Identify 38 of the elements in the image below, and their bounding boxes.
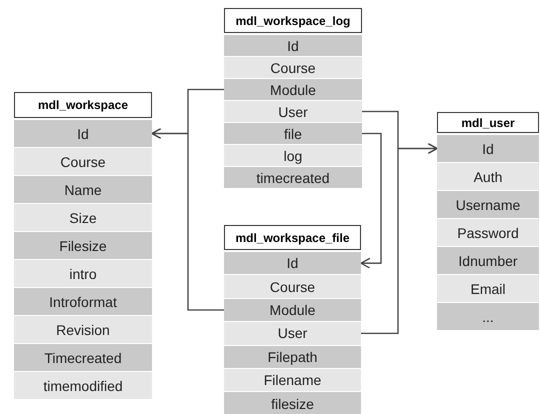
field-row: Id <box>224 252 361 274</box>
field-row: log <box>224 145 362 166</box>
field-row: Filename <box>224 369 361 392</box>
field-row: Password <box>437 219 539 246</box>
field-row: Email <box>437 275 539 302</box>
field-row: Idnumber <box>437 247 539 274</box>
field-row: Revision <box>14 316 152 343</box>
field-row: file <box>224 123 362 144</box>
field-row: User <box>224 322 361 345</box>
field-row: timecreated <box>224 167 362 188</box>
field-row: Course <box>224 275 361 298</box>
table-title: mdl_user <box>437 112 539 133</box>
field-row: Module <box>224 79 362 100</box>
field-row: Timecreated <box>14 344 152 371</box>
table-title: mdl_workspace_file <box>224 225 361 250</box>
field-row: Course <box>14 148 152 175</box>
field-row: User <box>224 101 362 122</box>
field-row: Name <box>14 176 152 203</box>
field-row: Filepath <box>224 346 361 368</box>
field-row: intro <box>14 260 152 287</box>
field-row: Filesize <box>14 232 152 259</box>
arrow <box>360 132 382 269</box>
field-row: Username <box>437 191 539 218</box>
field-row: Id <box>14 120 152 147</box>
arrow <box>151 128 224 311</box>
field-row: Auth <box>437 163 539 190</box>
field-row: Id <box>437 135 539 162</box>
field-row: filesize <box>224 392 361 414</box>
table-title: mdl_workspace <box>14 92 152 118</box>
field-row: Module <box>224 298 361 322</box>
field-row: ... <box>437 303 539 330</box>
table-title: mdl_workspace_log <box>224 8 362 33</box>
field-row: Course <box>224 57 362 78</box>
field-row: Introformat <box>14 288 152 315</box>
field-row: Id <box>224 35 362 56</box>
field-row: Size <box>14 204 152 231</box>
arrow <box>361 142 438 334</box>
field-row: timemodified <box>14 372 152 399</box>
